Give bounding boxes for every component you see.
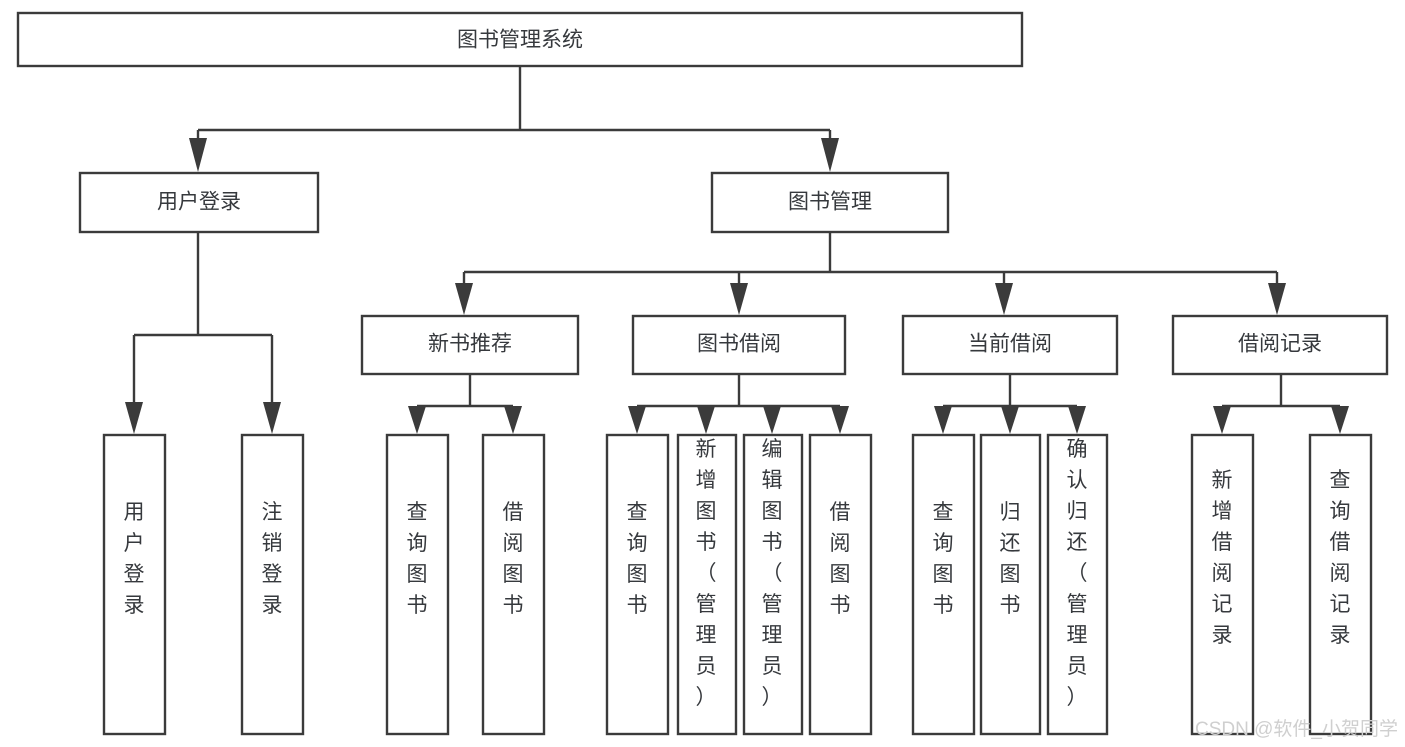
node-borrow-record-label: 借阅记录	[1238, 333, 1322, 356]
node-leaf-borrow-book-2-label: 借阅图书	[830, 501, 851, 617]
node-leaf-query-book-3-label: 查询图书	[933, 501, 954, 617]
connector-book-borrow-to-leaves	[628, 374, 849, 434]
node-current-borrow[interactable]: 当前借阅	[901, 314, 1119, 376]
node-root-box[interactable]	[16, 11, 1024, 68]
node-book-management[interactable]: 图书管理	[710, 171, 950, 234]
arrow-head-leaf-borrow-book-2	[831, 406, 849, 434]
node-leaf-borrow-book-1-label: 借阅图书	[503, 501, 524, 617]
arrow-head-leaf-borrow-book-1	[504, 406, 522, 434]
arrow-head-leaf-confirm-return	[1068, 406, 1086, 434]
node-leaf-query-book-1[interactable]: 查询图书	[385, 433, 450, 736]
node-leaf-add-record-label: 新增借阅记录	[1212, 469, 1233, 647]
node-leaf-query-book-1-box[interactable]	[385, 433, 450, 736]
node-leaf-query-book-1-label: 查询图书	[407, 501, 428, 617]
arrow-head-leaf-return-book	[1001, 406, 1019, 434]
node-book-borrow[interactable]: 图书借阅	[631, 314, 847, 376]
node-leaf-query-book-2-label: 查询图书	[627, 501, 648, 617]
node-leaf-add-book-box[interactable]	[676, 433, 738, 736]
arrow-head-leaf-query-book-1	[408, 406, 426, 434]
node-book-borrow-box[interactable]	[631, 314, 847, 376]
node-current-borrow-label: 当前借阅	[968, 333, 1052, 356]
node-leaf-borrow-book-2[interactable]: 借阅图书	[808, 433, 873, 736]
connector-root-to-level2	[189, 66, 839, 172]
arrow-head-leaf-query-record	[1331, 406, 1349, 434]
node-leaf-borrow-book-2-box[interactable]	[808, 433, 873, 736]
node-leaf-add-record-box[interactable]	[1190, 433, 1255, 736]
arrow-head-leaf-add-book	[697, 406, 715, 434]
node-leaf-logout-login-box[interactable]	[240, 433, 305, 736]
arrow-head-leaf-logout-login	[263, 402, 281, 434]
node-leaf-add-book[interactable]: 新增图书（管理员）	[676, 433, 738, 736]
connector-book-management-to-level3	[455, 232, 1286, 315]
arrow-head-book-management	[821, 138, 839, 172]
node-leaf-confirm-return-label: 确认归还（管理员）	[1067, 438, 1088, 709]
node-root-label: 图书管理系统	[457, 29, 583, 52]
node-user-login[interactable]: 用户登录	[78, 171, 320, 234]
node-root[interactable]: 图书管理系统	[16, 11, 1024, 68]
node-user-login-label: 用户登录	[157, 191, 241, 214]
node-book-borrow-label: 图书借阅	[697, 333, 781, 356]
node-new-book-recommend-label: 新书推荐	[428, 333, 512, 356]
node-leaf-borrow-book-1-box[interactable]	[481, 433, 546, 736]
node-book-management-label: 图书管理	[788, 191, 872, 214]
node-leaf-query-record-box[interactable]	[1308, 433, 1373, 736]
node-leaf-query-record-label: 查询借阅记录	[1330, 469, 1351, 647]
connector-borrow-record-to-leaves	[1213, 374, 1349, 434]
node-leaf-query-book-3-box[interactable]	[911, 433, 976, 736]
arrow-head-borrow-record	[1268, 283, 1286, 315]
node-leaf-return-book-box[interactable]	[979, 433, 1042, 736]
connector-user-login-to-leaves	[125, 232, 281, 434]
node-leaf-query-book-3[interactable]: 查询图书	[911, 433, 976, 736]
node-leaf-user-login-label: 用户登录	[124, 501, 145, 617]
node-leaf-user-login[interactable]: 用户登录	[102, 433, 167, 736]
arrow-head-leaf-edit-book	[763, 406, 781, 434]
node-leaf-edit-book[interactable]: 编辑图书（管理员）	[742, 433, 804, 736]
arrow-head-leaf-query-book-2	[628, 406, 646, 434]
node-leaf-user-login-box[interactable]	[102, 433, 167, 736]
node-book-management-box[interactable]	[710, 171, 950, 234]
node-leaf-add-book-label: 新增图书（管理员）	[696, 438, 717, 709]
arrow-head-leaf-add-record	[1213, 406, 1231, 434]
node-leaf-edit-book-label: 编辑图书（管理员）	[762, 438, 783, 709]
connector-current-borrow-to-leaves	[934, 374, 1086, 434]
node-leaf-edit-book-box[interactable]	[742, 433, 804, 736]
node-leaf-return-book[interactable]: 归还图书	[979, 433, 1042, 736]
connector-new-book-recommend-to-leaves	[408, 374, 522, 434]
node-leaf-logout-login[interactable]: 注销登录	[240, 433, 305, 736]
node-current-borrow-box[interactable]	[901, 314, 1119, 376]
node-user-login-box[interactable]	[78, 171, 320, 234]
node-leaf-query-book-2[interactable]: 查询图书	[605, 433, 670, 736]
arrow-head-user-login	[189, 138, 207, 172]
node-leaf-query-book-2-box[interactable]	[605, 433, 670, 736]
node-leaf-confirm-return[interactable]: 确认归还（管理员）	[1046, 433, 1109, 736]
arrow-head-leaf-query-book-3	[934, 406, 952, 434]
node-leaf-logout-login-label: 注销登录	[262, 501, 283, 617]
node-borrow-record[interactable]: 借阅记录	[1171, 314, 1389, 376]
csdn-watermark: CSDN @软件_小贺同学	[1195, 718, 1398, 740]
arrow-head-current-borrow	[995, 283, 1013, 315]
arrow-head-leaf-user-login	[125, 402, 143, 434]
node-leaf-borrow-book-1[interactable]: 借阅图书	[481, 433, 546, 736]
node-borrow-record-box[interactable]	[1171, 314, 1389, 376]
node-new-book-recommend-box[interactable]	[360, 314, 580, 376]
arrow-head-new-book-recommend	[455, 283, 473, 315]
node-leaf-add-record[interactable]: 新增借阅记录	[1190, 433, 1255, 736]
node-new-book-recommend[interactable]: 新书推荐	[360, 314, 580, 376]
node-leaf-query-record[interactable]: 查询借阅记录	[1308, 433, 1373, 736]
arrow-head-book-borrow	[730, 283, 748, 315]
node-leaf-return-book-label: 归还图书	[1000, 501, 1021, 617]
node-leaf-confirm-return-box[interactable]	[1046, 433, 1109, 736]
